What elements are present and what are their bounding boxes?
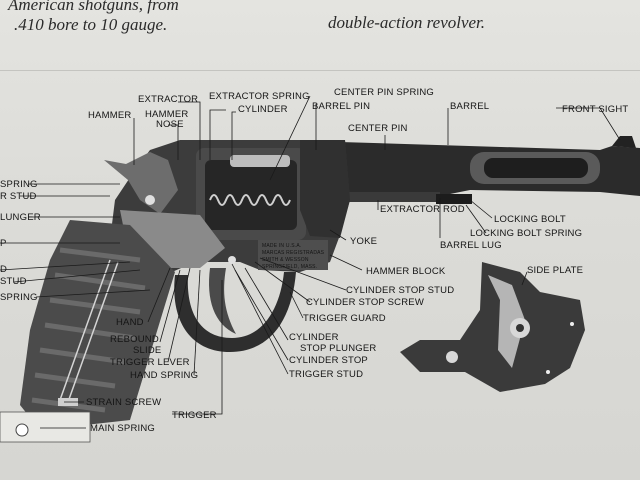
caption-left-line-2: .410 bore to 10 gauge. xyxy=(14,15,168,34)
butt-plate xyxy=(0,411,91,443)
label-extractor-rod: EXTRACTOR ROD xyxy=(380,204,465,215)
cylinder-highlight xyxy=(230,155,290,167)
label-barrel-lug: BARREL LUG xyxy=(440,240,502,251)
trigger-shape xyxy=(209,268,236,334)
side-plate-shape xyxy=(400,262,585,392)
label-left-spring: SPRING xyxy=(0,179,38,190)
label-trigger-stud: TRIGGER STUD xyxy=(289,369,363,380)
label-trigger: TRIGGER xyxy=(172,410,217,421)
frame-stamp-line-4: SPRINGFIELD, MASS. xyxy=(262,264,317,270)
page-divider xyxy=(0,70,640,71)
caption-right-line: double-action revolver. xyxy=(328,13,486,32)
extractor-rod-shape xyxy=(345,192,440,202)
frame-stamp-plate xyxy=(258,240,328,270)
label-locking-bolt: LOCKING BOLT xyxy=(494,214,566,225)
hammer-shape xyxy=(104,152,178,214)
side-plate-screw-2 xyxy=(570,322,574,326)
side-plate-drawing xyxy=(400,262,585,392)
front-sight-shape xyxy=(612,136,636,148)
side-plate-screw-3 xyxy=(546,370,550,374)
label-main-spring: MAIN SPRING xyxy=(90,423,155,434)
frame-stamp-line-1: MADE IN U.S.A. xyxy=(262,243,301,249)
revolver-drawing: MADE IN U.S.A. MARCAS REGISTRADAS SMITH … xyxy=(0,136,640,443)
label-extractor-spring: EXTRACTOR SPRING xyxy=(209,91,310,102)
label-extractor: EXTRACTOR xyxy=(138,94,198,105)
yoke-shape xyxy=(300,140,350,238)
label-trigger-guard: TRIGGER GUARD xyxy=(303,313,386,324)
label-rebound-slide-1: REBOUND xyxy=(110,334,159,345)
label-side-plate: SIDE PLATE xyxy=(527,265,583,276)
label-barrel: BARREL xyxy=(450,101,489,112)
frame-stamp-line-2: MARCAS REGISTRADAS xyxy=(262,250,325,256)
label-strain-screw: STRAIN SCREW xyxy=(86,397,161,408)
side-plate-highlight xyxy=(488,275,525,368)
label-locking-bolt-spring: LOCKING BOLT SPRING xyxy=(470,228,582,239)
label-front-sight: FRONT SIGHT xyxy=(562,104,628,115)
extractor-spring-coil xyxy=(209,194,291,206)
label-left-d: D xyxy=(0,264,7,275)
label-cylinder-stop-screw: CYLINDER STOP SCREW xyxy=(306,297,424,308)
label-hammer: HAMMER xyxy=(88,110,131,121)
barrel-rib-slot xyxy=(484,158,588,178)
label-left-lunger: LUNGER xyxy=(0,212,41,223)
label-hammer-nose-1: HAMMER xyxy=(145,109,188,120)
label-cylinder-stop-plunger-2: STOP PLUNGER xyxy=(300,343,377,354)
butt-screw xyxy=(15,423,29,437)
side-plate-hole-2 xyxy=(516,324,524,332)
side-plate-screw-1 xyxy=(446,351,458,363)
label-left-p: P xyxy=(0,238,7,249)
label-rebound-slide-2: SLIDE xyxy=(133,345,161,356)
label-barrel-pin: BARREL PIN xyxy=(312,101,370,112)
cylinder-bore xyxy=(205,160,297,230)
label-left-spring-2: SPRING xyxy=(0,292,38,303)
label-yoke: YOKE xyxy=(350,236,377,247)
grip-wood-grain xyxy=(31,247,146,413)
label-hammer-nose-2: NOSE xyxy=(156,119,184,130)
label-cylinder-top: CYLINDER xyxy=(238,104,288,115)
label-left-r-stud: R STUD xyxy=(0,191,37,202)
label-center-pin: CENTER PIN xyxy=(348,123,408,134)
label-hand: HAND xyxy=(116,317,144,328)
label-cylinder-stop-plunger-1: CYLINDER xyxy=(289,332,339,343)
label-cylinder-stop-stud: CYLINDER STOP STUD xyxy=(346,285,454,296)
label-left-stud: STUD xyxy=(0,276,27,287)
part-labels: HAMMER EXTRACTOR HAMMER NOSE EXTRACTOR S… xyxy=(0,87,628,434)
label-cylinder-stop: CYLINDER STOP xyxy=(289,355,368,366)
caption-left-line-1: American shotguns, from xyxy=(8,0,179,14)
label-center-pin-spring: CENTER PIN SPRING xyxy=(334,87,434,98)
main-spring-shape xyxy=(59,259,119,403)
trigger-guard-shape xyxy=(174,272,296,352)
leader-lines xyxy=(0,95,621,429)
frame-stamp-line-3: SMITH & WESSON xyxy=(262,257,309,263)
label-hammer-block: HAMMER BLOCK xyxy=(366,266,446,277)
label-hand-spring: HAND SPRING xyxy=(130,370,198,381)
label-trigger-lever: TRIGGER LEVER xyxy=(110,357,190,368)
hammer-stud xyxy=(145,195,155,205)
trigger-stud-dot xyxy=(228,256,236,264)
locking-bolt-shape xyxy=(436,194,472,204)
